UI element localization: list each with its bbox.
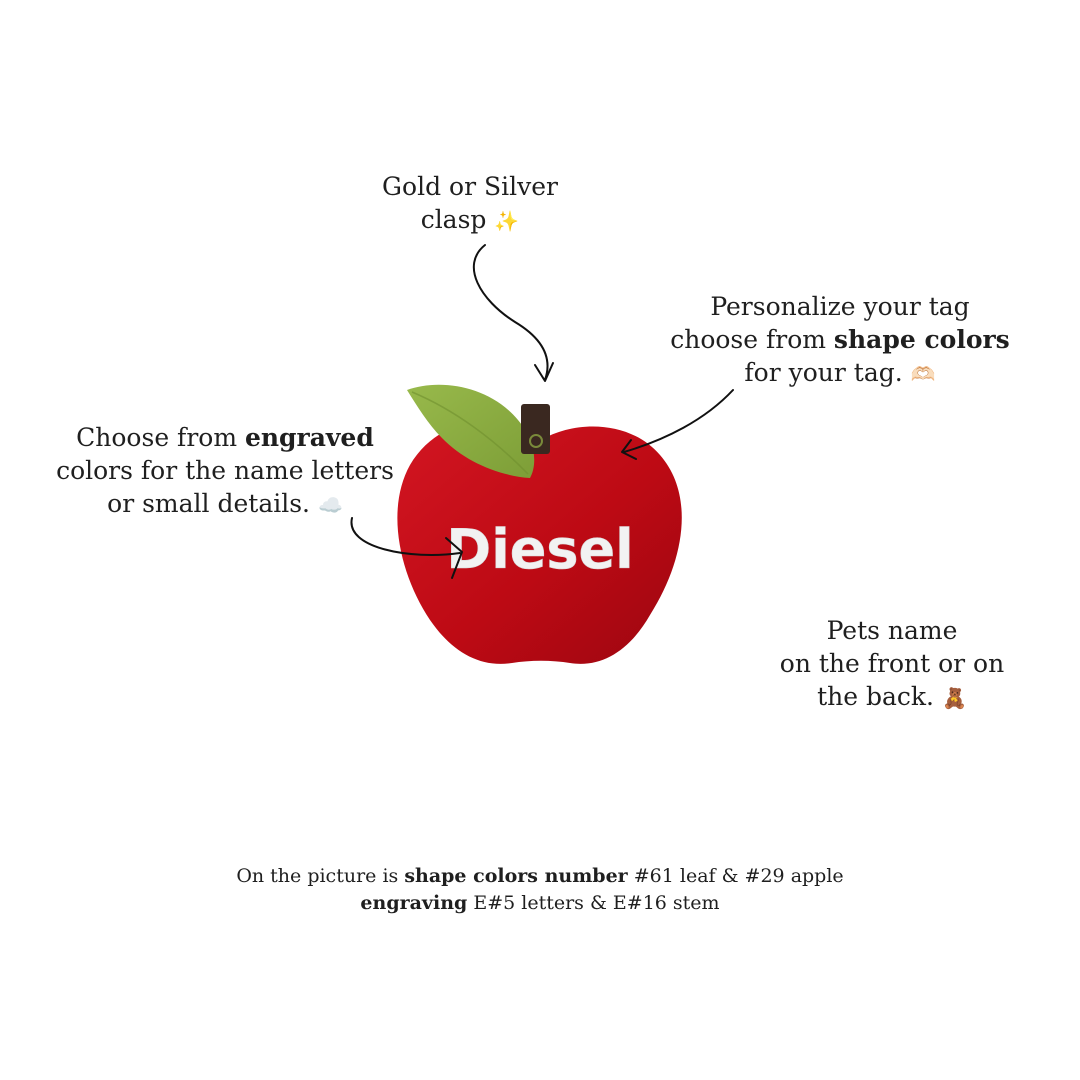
footer-line1-pre: On the picture is [236, 865, 405, 887]
cloud-icon: ☁️ [317, 493, 343, 517]
note-shape-line3: for your tag. [744, 358, 903, 387]
note-engraved-line1-pre: Choose from [76, 423, 245, 452]
note-engraved-line3: or small details. [107, 489, 310, 518]
note-shape-line2-bold: shape colors [833, 325, 1010, 354]
note-engraved-line2: colors for the name letters [56, 456, 394, 485]
note-pets-name: Pets name on the front or on the back. 🧸 [752, 614, 1032, 715]
arrow-shape-head [621, 439, 637, 460]
arrow-clasp [472, 244, 549, 381]
footer-line2-post: E#5 letters & E#16 stem [467, 892, 720, 914]
note-shape-line1: Personalize your tag [710, 292, 970, 321]
arrow-shape [623, 389, 734, 453]
note-clasp: Gold or Silver clasp ✨ [330, 170, 610, 238]
leaf-vein [411, 391, 529, 475]
note-clasp-line1: Gold or Silver [382, 172, 558, 201]
heart-hands-icon: 🫶🏻 [910, 362, 936, 386]
note-pets-line2: on the front or on [779, 649, 1005, 678]
note-pets-line1: Pets name [826, 616, 958, 645]
arrow-engraved [350, 517, 461, 556]
sparkles-icon: ✨ [494, 209, 520, 233]
footer-line2-bold: engraving [360, 892, 468, 914]
engraved-name: Diesel [446, 518, 633, 581]
arrow-engraved-head [445, 537, 463, 579]
arrow-clasp-head [534, 362, 554, 382]
note-engraved: Choose from engraved colors for the name… [30, 421, 420, 522]
teddy-bear-icon: 🧸 [941, 686, 967, 710]
note-engraved-line1-bold: engraved [244, 423, 374, 452]
note-shape-line2-pre: choose from [670, 325, 834, 354]
note-clasp-line2: clasp [420, 205, 487, 234]
note-pets-line3: the back. [817, 682, 935, 711]
footer-line1-post: #61 leaf & #29 apple [627, 865, 844, 887]
leaf-shape [407, 384, 535, 478]
footer-line1-bold: shape colors number [404, 865, 628, 887]
clasp-hole [529, 434, 543, 448]
note-shape-colors: Personalize your tag choose from shape c… [640, 290, 1040, 391]
apple-shape [397, 421, 682, 664]
footer-caption: On the picture is shape colors number #6… [140, 863, 940, 917]
